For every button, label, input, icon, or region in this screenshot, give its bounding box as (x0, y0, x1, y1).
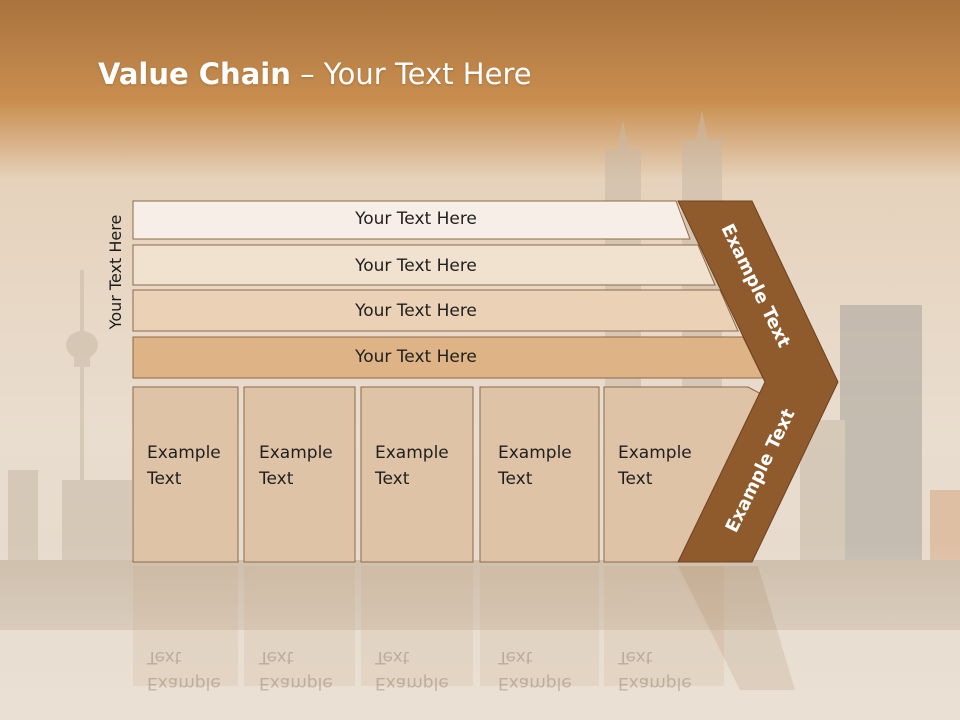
title-bold: Value Chain (98, 57, 291, 91)
cell-text-5-line2: Text (618, 469, 653, 489)
cell-reflection-4: Example Text (498, 644, 572, 696)
cell-reflection-5: Example Text (618, 644, 692, 696)
row-bar-1[interactable] (132, 200, 691, 240)
row-text-4[interactable]: Your Text Here (355, 347, 477, 367)
chevron-arrow[interactable] (677, 200, 839, 563)
cell-text-1-line1: Example (147, 443, 221, 463)
row-text-1[interactable]: Your Text Here (355, 209, 477, 229)
cell-reflection-2-line1: Example (259, 673, 333, 693)
cell-reflection-1: Example Text (147, 644, 221, 696)
cell-text-4-line2: Text (498, 469, 533, 489)
cell-reflection-1-line1: Example (147, 673, 221, 693)
cell-reflection-5-line2: Text (618, 647, 653, 667)
cell-reflection-1-line2: Text (147, 647, 182, 667)
row-text-2[interactable]: Your Text Here (355, 256, 477, 276)
cell-box-3[interactable] (360, 386, 474, 563)
cell-reflection-3-line1: Example (375, 673, 449, 693)
cell-text-5-line1: Example (618, 443, 692, 463)
title-rest: – Your Text Here (290, 57, 532, 91)
cell-box-1[interactable] (132, 386, 239, 563)
cell-text-2-line1: Example (259, 443, 333, 463)
cell-text-2-line2: Text (259, 469, 294, 489)
cell-reflection-4-line1: Example (498, 673, 572, 693)
cell-reflection-4-line2: Text (498, 647, 533, 667)
row-text-3[interactable]: Your Text Here (355, 301, 477, 321)
cell-reflection-3-line2: Text (375, 647, 410, 667)
cell-text-4-line1: Example (498, 443, 572, 463)
cell-reflection-2-line2: Text (259, 647, 294, 667)
cell-text-3-line2: Text (375, 469, 410, 489)
slide-title: Value Chain – Your Text Here (98, 52, 532, 96)
cell-reflection-3: Example Text (375, 644, 449, 696)
cell-text-1-line2: Text (147, 469, 182, 489)
row-bar-2[interactable] (132, 244, 716, 286)
cell-reflection-2: Example Text (259, 644, 333, 696)
row-bar-3[interactable] (132, 289, 739, 332)
cell-text-3-line1: Example (375, 443, 449, 463)
cell-box-2[interactable] (243, 386, 356, 563)
cell-reflection-5-line1: Example (618, 673, 692, 693)
cell-box-4[interactable] (479, 386, 600, 563)
